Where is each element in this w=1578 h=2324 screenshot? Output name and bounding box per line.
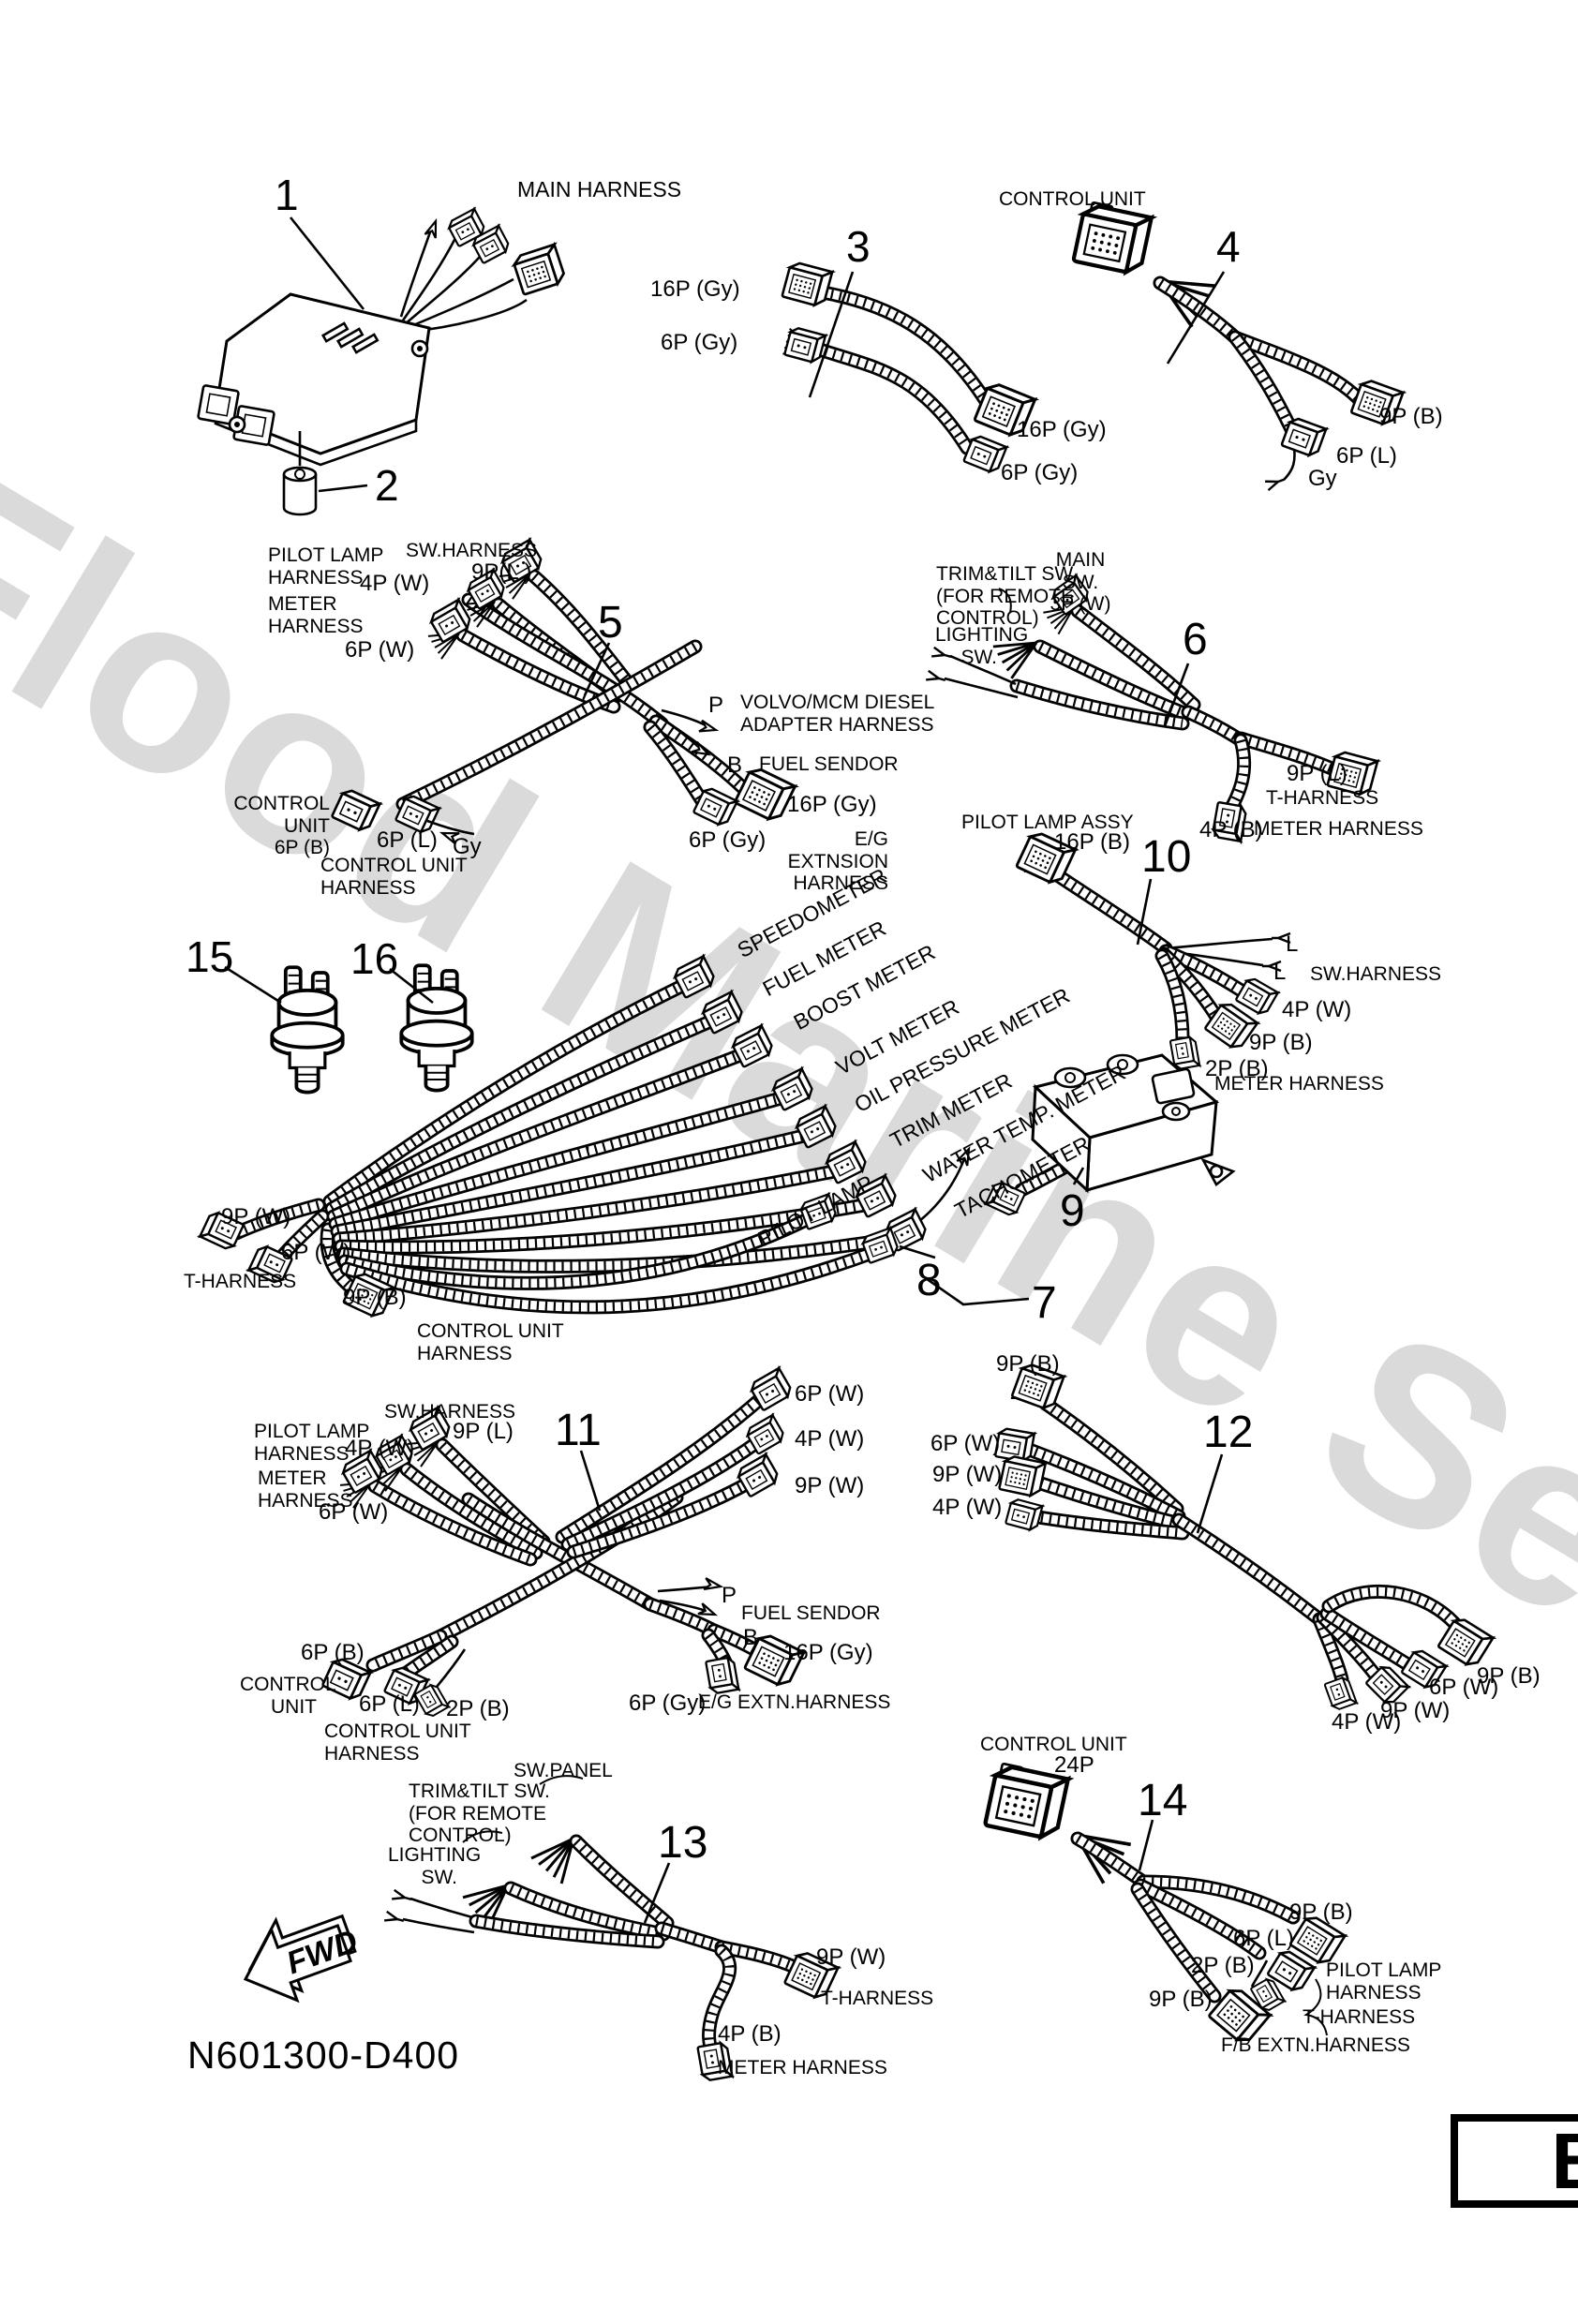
cable-tube (337, 1213, 813, 1290)
cable-tube (1025, 1509, 1190, 1541)
cable-tube (461, 592, 669, 731)
item-9-relay-drawing (984, 1053, 1236, 1218)
cable-tube (1171, 1512, 1327, 1627)
page-tag-letter: B (1551, 2116, 1578, 2207)
cable-tube (1130, 1882, 1222, 2004)
cable-tube (702, 1944, 737, 2062)
cable-tube (1158, 944, 1250, 999)
cable-tube (324, 1014, 718, 1216)
item-4-harness-drawing (1073, 201, 1405, 492)
item-15-sender-drawing (224, 965, 345, 1095)
item-10-pilot-lamp-assy-drawing (1015, 828, 1292, 1071)
cable-tube (1020, 1441, 1186, 1524)
cable-tube (810, 341, 975, 455)
item-2-cap-drawing (282, 431, 368, 516)
cable-tube (714, 1940, 804, 1975)
item-12-harness-drawing (993, 1361, 1495, 1712)
cable-tube (326, 1048, 748, 1224)
cable-tube (365, 1629, 448, 1673)
cable-tube (395, 639, 703, 812)
cable-tube (399, 1462, 543, 1560)
cable-tube (1316, 1610, 1383, 1683)
cable-tube (1228, 330, 1299, 437)
cable-tube (654, 1921, 729, 1955)
part-code: N601300-D400 (187, 2034, 460, 2077)
cable-tube (1133, 1878, 1267, 1960)
cable-tube (1153, 276, 1243, 345)
item-7-meter-harness-drawing (199, 955, 1030, 1321)
cable-tube (527, 569, 633, 688)
page-tag-box: B (1451, 2114, 1578, 2208)
cable-tube (1070, 1831, 1151, 1889)
cable-tube (335, 1231, 900, 1274)
cable-tube (330, 1128, 811, 1239)
cable-tube (274, 1209, 330, 1265)
cable-tube (334, 1198, 871, 1255)
cable-tube (1051, 869, 1173, 956)
cable-tube (1233, 731, 1347, 780)
item-5-harness-drawing (330, 538, 796, 845)
cable-tube (1224, 733, 1252, 815)
item-16-sender-drawing (389, 963, 474, 1093)
cable-tube (433, 1490, 684, 1644)
cable-tube (569, 1834, 675, 1930)
item-3-harness-drawing (781, 260, 1037, 476)
cable-tube (815, 285, 993, 409)
item-6-harness-drawing (924, 574, 1379, 843)
cable-tube (1025, 1473, 1188, 1531)
cable-tube (560, 1438, 761, 1552)
item-13-harness-drawing (382, 1775, 840, 2083)
cable-tube (367, 1479, 538, 1567)
cable-tube (1070, 603, 1201, 712)
cable-tube (1228, 330, 1368, 409)
cable-tube (1319, 1606, 1415, 1672)
cable-tube (461, 1492, 658, 1612)
cable-tube (1154, 948, 1190, 1048)
cable-tube (1181, 705, 1248, 748)
cable-tube (469, 1914, 665, 1949)
item-14-harness-drawing (985, 1764, 1347, 2048)
cable-tube (1321, 1584, 1462, 1631)
cable-tube (339, 1246, 877, 1315)
fwd-arrow: FWD (243, 1914, 363, 2004)
cable-tube (566, 1477, 753, 1559)
cable-tube (322, 978, 690, 1209)
cable-tube (332, 1164, 841, 1246)
item-11-harness-drawing (320, 1366, 806, 1720)
cable-tube (555, 1393, 767, 1544)
cable-tube (503, 1881, 671, 1942)
cable-tube (1009, 678, 1190, 731)
item-1-control-unit-drawing (197, 207, 568, 467)
cable-tube (328, 1091, 788, 1231)
cable-tube (1038, 1396, 1184, 1516)
cable-tube (229, 1198, 326, 1241)
cable-tube (1136, 1874, 1301, 1925)
cable-tube (643, 720, 710, 810)
